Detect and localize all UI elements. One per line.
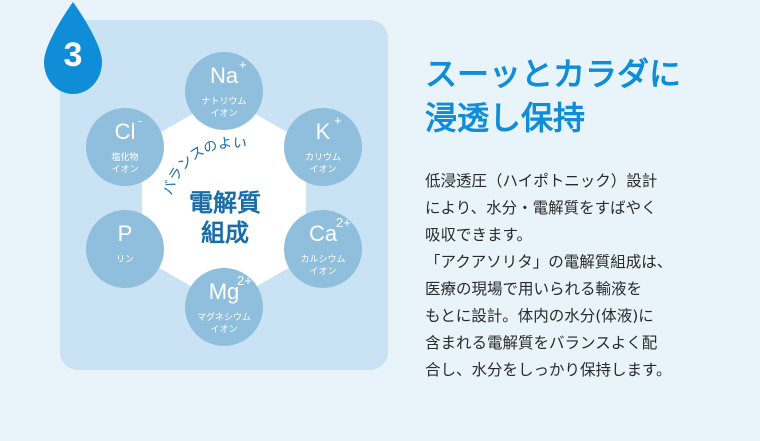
ion-symbol: Na <box>209 63 239 88</box>
ion-name: マグネシウム イオン <box>196 313 251 335</box>
heading-line1: スーッとカラダに <box>425 55 682 93</box>
body-line: もとに設計。体内の水分(体液)に <box>425 307 654 325</box>
ion-name: カルシウム イオン <box>300 255 346 277</box>
ion-charge: + <box>239 57 247 72</box>
ion-name: ナトリウム イオン <box>201 97 247 119</box>
body-paragraph: 低浸透圧（ハイポトニック）設計 により、水分・電解質をすばやく 吸収できます。 … <box>425 168 725 384</box>
body-line: 「アクアソリタ」の電解質組成は、 <box>425 253 673 271</box>
body-line: 医療の現場で用いられる輸液を <box>425 280 643 298</box>
body-line: 吸収できます。 <box>425 226 532 244</box>
ion-charge: 2+ <box>336 215 351 230</box>
ion-name: 塩化物 イオン <box>111 153 139 175</box>
center-label-line2: 組成 <box>201 219 249 247</box>
body-line: により、水分・電解質をすばやく <box>425 199 657 217</box>
ion-circle-na: Na + ナトリウム イオン <box>185 52 263 130</box>
ion-charge: 2+ <box>237 273 252 288</box>
ion-symbol: P <box>117 221 133 246</box>
ion-symbol: Mg <box>208 279 240 304</box>
ion-circle-mg: Mg 2+ マグネシウム イオン <box>185 268 263 346</box>
center-label: 電解質 組成 <box>170 188 280 248</box>
section-heading: スーッとカラダに 浸透し保持 <box>425 52 745 140</box>
body-line: 合し、水分をしっかり保持します。 <box>425 361 672 379</box>
ion-circle-p: P リン <box>86 210 164 288</box>
heading-line2: 浸透し保持 <box>425 99 586 137</box>
body-line: 低浸透圧（ハイポトニック）設計 <box>425 172 658 190</box>
ion-name: カリウム イオン <box>304 153 341 175</box>
ion-name: リン <box>115 255 134 265</box>
ion-symbol: K <box>315 119 331 144</box>
ion-symbol: Cl <box>114 119 136 144</box>
body-line: 含まれる電解質をバランスよく配 <box>425 334 658 352</box>
ion-charge: + <box>334 113 342 128</box>
ion-circle-cl: Cl - 塩化物 イオン <box>86 108 164 186</box>
ion-charge: - <box>138 113 143 128</box>
ion-circle-k: K + カリウム イオン <box>284 108 362 186</box>
step-badge: 3 <box>38 0 108 100</box>
ion-symbol: Ca <box>308 221 338 246</box>
ion-circle-ca: Ca 2+ カルシウム イオン <box>284 210 362 288</box>
step-number: 3 <box>63 36 83 74</box>
center-label-line1: 電解質 <box>189 189 261 217</box>
water-drop-icon <box>44 2 102 94</box>
